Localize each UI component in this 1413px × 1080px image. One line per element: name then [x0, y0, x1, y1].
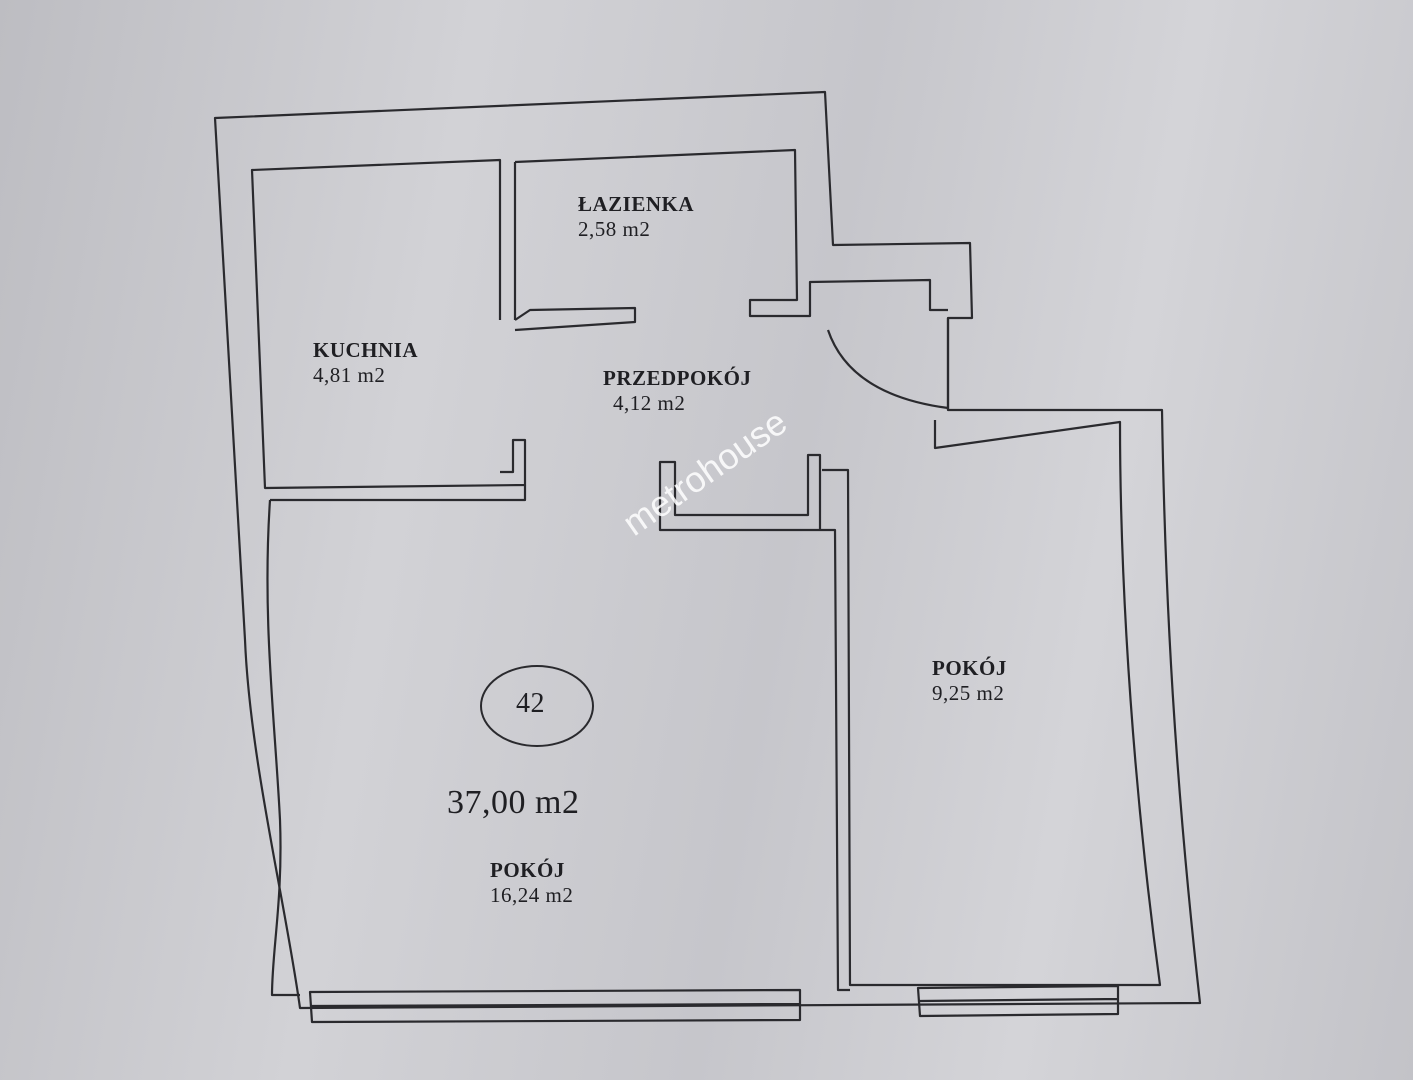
window-bedroom: [916, 984, 1120, 1018]
unit-number-circle: [480, 665, 594, 747]
unit-number: 42: [516, 688, 545, 719]
bedroom-walls: [822, 420, 1162, 987]
entrance-door: [826, 318, 950, 410]
bathroom-walls: [514, 148, 948, 332]
kitchen-walls: [250, 158, 527, 490]
total-area: 37,00 m2: [447, 784, 580, 821]
window-living: [308, 988, 802, 1024]
living-room-walls: [266, 453, 850, 997]
outer-wall: [213, 90, 1202, 1010]
